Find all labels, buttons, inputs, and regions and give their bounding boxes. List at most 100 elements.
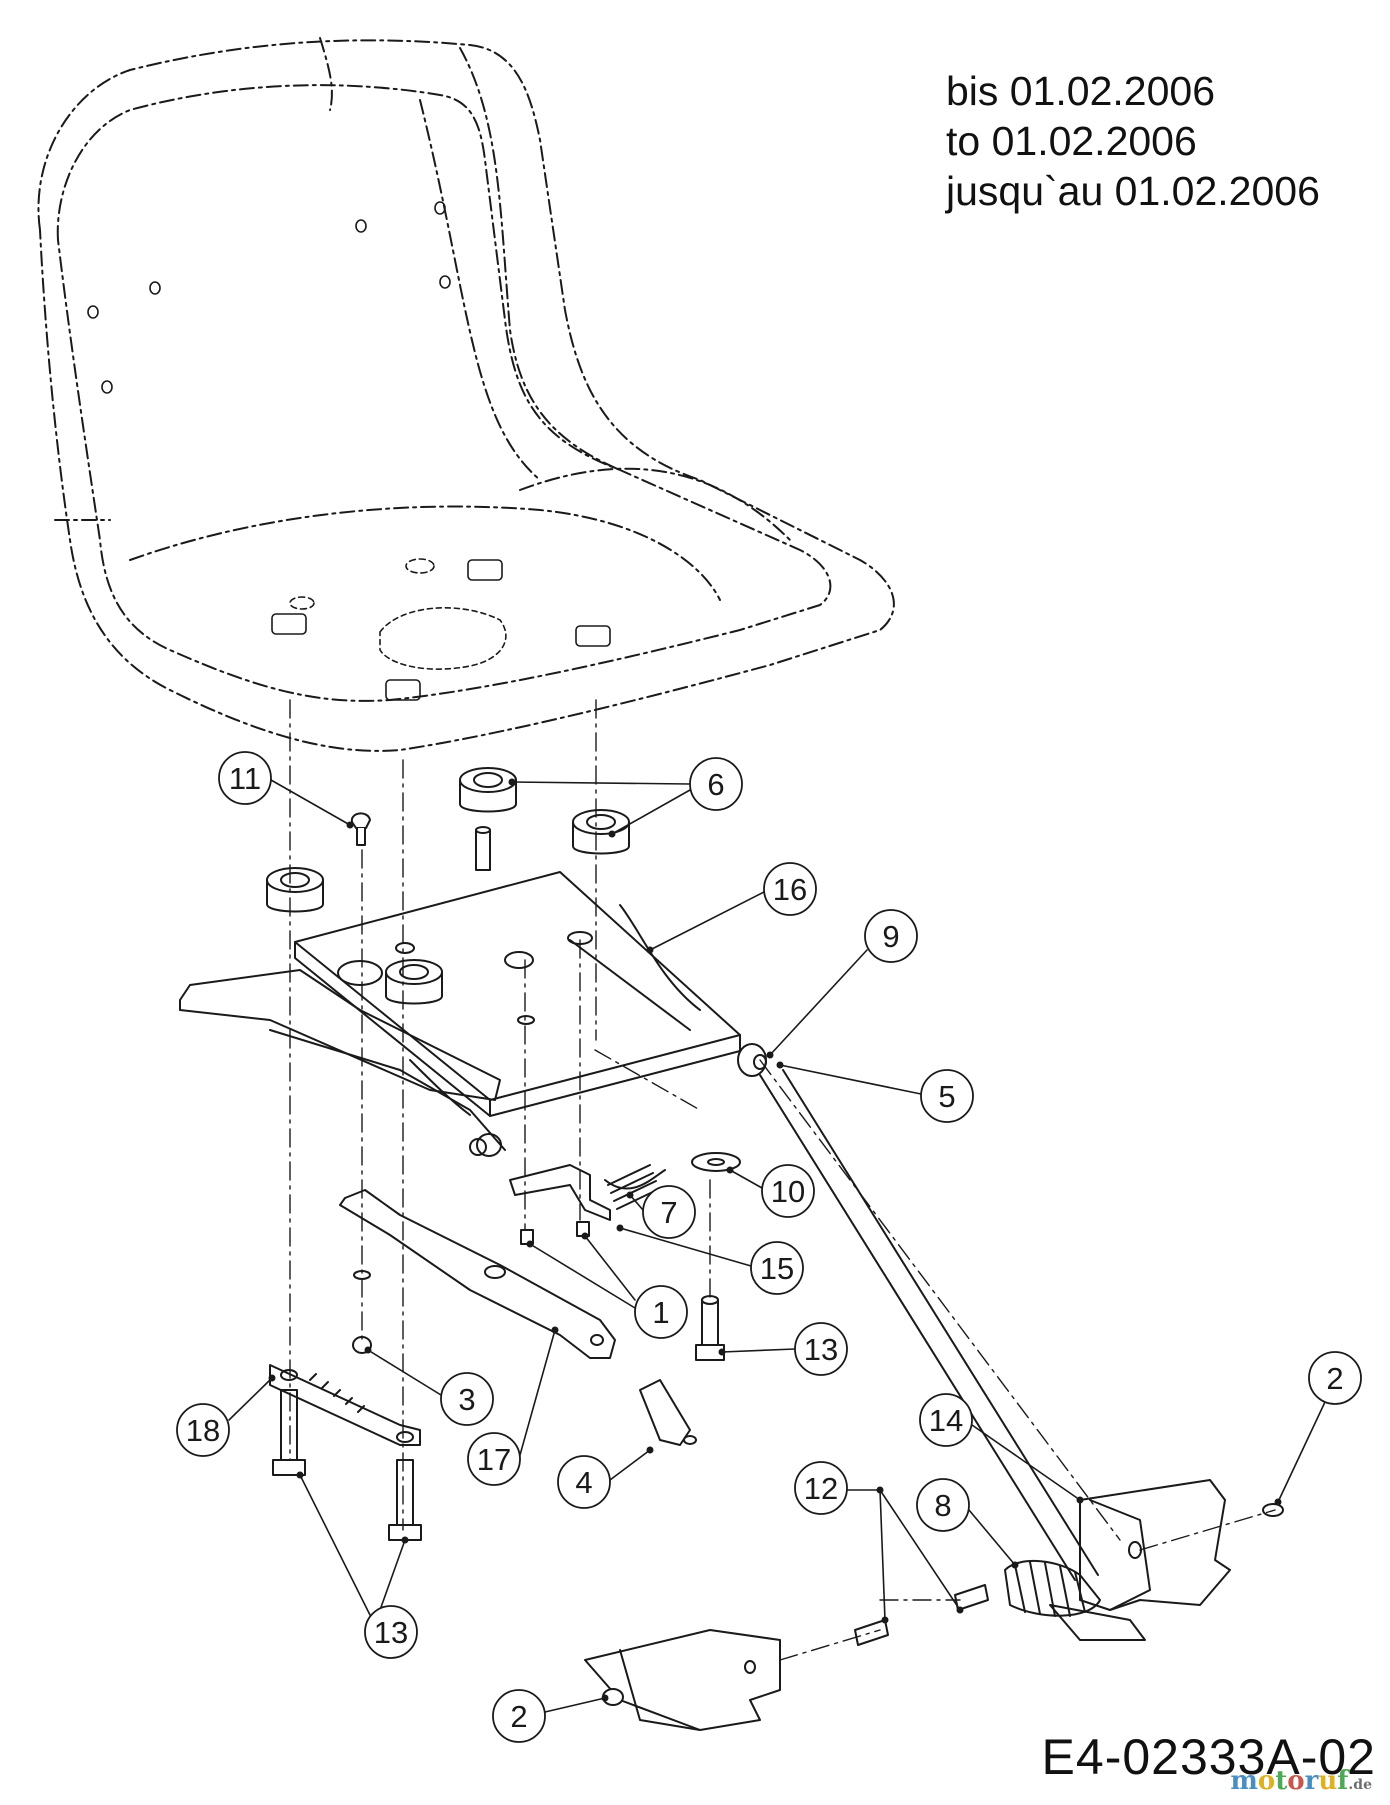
callout-arrowhead xyxy=(626,1191,634,1199)
callout-number: 17 xyxy=(477,1442,511,1477)
callout-circle xyxy=(750,1241,804,1295)
callout-circle xyxy=(1308,1351,1362,1405)
callout-circle xyxy=(920,1069,974,1123)
callout-5: 5 xyxy=(776,1061,974,1123)
callout-2: 2 xyxy=(492,1689,609,1743)
callout-13: 13 xyxy=(296,1471,418,1659)
callout-leader xyxy=(1277,1401,1326,1503)
callout-number: 7 xyxy=(660,1195,677,1230)
callout-13: 13 xyxy=(718,1322,848,1376)
callout-arrowhead xyxy=(581,1232,589,1240)
seat-part xyxy=(37,37,895,752)
callout-arrowhead xyxy=(526,1240,534,1248)
callout-arrowhead xyxy=(718,1348,726,1356)
bracket-parts xyxy=(269,1164,697,1446)
callout-number: 9 xyxy=(882,919,899,954)
callout-arrowhead xyxy=(646,946,654,954)
callout-leader xyxy=(619,1227,752,1267)
assembly-lines xyxy=(289,699,1276,1661)
callout-6: 6 xyxy=(508,757,743,838)
callout-number: 18 xyxy=(186,1413,220,1448)
callout-leader xyxy=(729,1169,763,1189)
watermark-letter: u xyxy=(1318,1766,1338,1796)
callout-2: 2 xyxy=(1274,1351,1362,1506)
callout-7: 7 xyxy=(626,1185,696,1239)
callout-arrowhead xyxy=(646,1446,654,1454)
callout-arrowhead xyxy=(508,778,516,786)
callout-number: 8 xyxy=(934,1488,951,1523)
watermark-letter: f xyxy=(1337,1766,1349,1796)
callout-leader xyxy=(968,1509,1016,1566)
callout-leader xyxy=(544,1697,606,1713)
callout-leader xyxy=(529,1243,636,1309)
callout-circle xyxy=(919,1393,973,1447)
callout-number: 1 xyxy=(652,1295,669,1330)
callout-16: 16 xyxy=(646,862,817,954)
callout-1: 1 xyxy=(526,1232,688,1339)
callout-arrowhead xyxy=(956,1606,964,1614)
callout-arrowhead xyxy=(608,830,616,838)
callout-leader xyxy=(584,1235,636,1301)
seat-plate-part xyxy=(179,871,767,1157)
callout-circle xyxy=(794,1461,848,1515)
callout-leader xyxy=(299,1474,371,1616)
callout-circle xyxy=(440,1372,494,1426)
seat-holes xyxy=(87,201,611,701)
callout-10: 10 xyxy=(726,1164,815,1218)
callout-circle xyxy=(557,1455,611,1509)
watermark-letter: r xyxy=(1304,1766,1319,1796)
callout-circle xyxy=(916,1478,970,1532)
callout-circle xyxy=(689,757,743,811)
callout-arrowhead xyxy=(551,1326,559,1334)
callout-15: 15 xyxy=(616,1224,804,1295)
watermark-suffix: .de xyxy=(1348,1777,1372,1793)
callout-arrowhead xyxy=(1274,1498,1282,1506)
callout-arrowhead xyxy=(1011,1561,1019,1569)
callout-18: 18 xyxy=(176,1374,276,1457)
bolt-parts xyxy=(272,812,989,1646)
callout-12: 12 xyxy=(794,1461,964,1624)
callout-arrowhead xyxy=(616,1224,624,1232)
watermark-logo: motoruf.de xyxy=(1230,1766,1372,1796)
callout-17: 17 xyxy=(467,1326,559,1486)
callout-number: 16 xyxy=(773,872,807,907)
watermark-letter: t xyxy=(1275,1766,1288,1796)
watermark-letter: o xyxy=(1287,1766,1305,1796)
callout-arrowhead xyxy=(1076,1496,1084,1504)
callout-leader xyxy=(879,1489,886,1621)
callout-circle xyxy=(467,1432,521,1486)
callout-leader xyxy=(779,1064,922,1095)
callout-arrowhead xyxy=(776,1061,784,1069)
callout-arrowhead xyxy=(766,1051,774,1059)
callout-number: 13 xyxy=(804,1332,838,1367)
callout-8: 8 xyxy=(916,1478,1019,1569)
callout-leader xyxy=(721,1348,796,1353)
callout-number: 13 xyxy=(374,1615,408,1650)
callout-leader xyxy=(270,779,351,826)
callout-arrowhead xyxy=(296,1471,304,1479)
validity-line-en: to 01.02.2006 xyxy=(946,118,1197,164)
callout-number: 2 xyxy=(1326,1361,1343,1396)
drawing-code: E4-02333A-02 xyxy=(1041,1729,1376,1785)
callout-circle xyxy=(642,1185,696,1239)
callout-arrowhead xyxy=(346,821,354,829)
callout-leader xyxy=(519,1329,556,1456)
callout-number: 2 xyxy=(510,1699,527,1734)
callout-circle xyxy=(761,1164,815,1218)
callout-number: 5 xyxy=(938,1079,955,1114)
damper-part xyxy=(266,767,630,1005)
linkage-parts xyxy=(584,1069,1284,1731)
callout-number: 3 xyxy=(458,1382,475,1417)
callout-11: 11 xyxy=(218,751,354,829)
callout-number: 6 xyxy=(707,767,724,802)
callout-arrowhead xyxy=(726,1166,734,1174)
callout-circle xyxy=(763,862,817,916)
callout-arrowhead xyxy=(401,1536,409,1544)
callout-arrowhead xyxy=(601,1694,609,1702)
callout-leader xyxy=(228,1377,273,1421)
validity-line-de: bis 01.02.2006 xyxy=(946,68,1216,114)
callout-arrowhead xyxy=(268,1374,276,1382)
